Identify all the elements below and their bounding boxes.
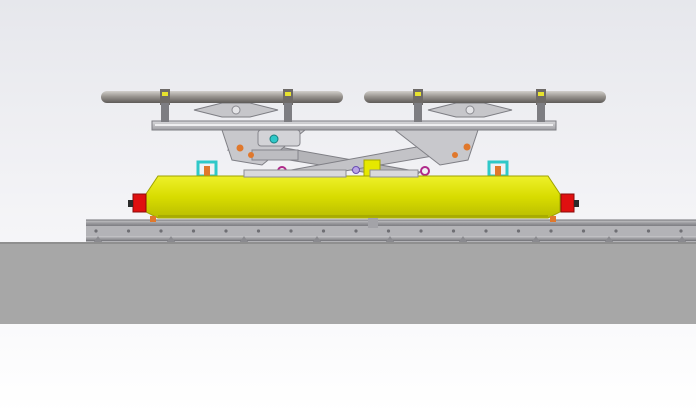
rail-bolts	[94, 229, 686, 242]
rail-bolt	[679, 229, 683, 233]
pipe-clamps	[160, 89, 546, 122]
rail-bolt	[126, 229, 131, 233]
rail-support	[386, 236, 394, 242]
carriage-body	[145, 169, 561, 219]
rail-support	[94, 236, 102, 242]
rail-support	[167, 236, 175, 242]
carriage-feet	[150, 216, 556, 228]
floor-edge	[0, 242, 696, 244]
rail-support	[313, 236, 321, 242]
rail-bolt	[419, 229, 423, 233]
rail-bolt	[159, 229, 163, 233]
rail-support	[459, 236, 467, 242]
rail-bolt	[224, 229, 228, 233]
rail-bolt	[646, 229, 651, 233]
rail-support	[532, 236, 540, 242]
rail-bolt	[581, 229, 586, 233]
rail-bolt	[256, 229, 261, 233]
rail-bolt	[549, 229, 553, 233]
floor-slab	[0, 242, 696, 324]
rail-bolt	[386, 229, 391, 233]
rail-support	[678, 236, 686, 242]
rail-support	[240, 236, 248, 242]
rail-bolt	[484, 229, 488, 233]
rail-support	[605, 236, 613, 242]
rail-bolt	[321, 229, 326, 233]
rail-bolt	[614, 229, 618, 233]
saddle-plates	[193, 102, 513, 118]
rail-bolt	[451, 229, 456, 233]
rail-bolt	[289, 229, 293, 233]
pipe-left	[101, 91, 343, 103]
rail-track	[86, 219, 696, 242]
bumper-left	[128, 193, 147, 213]
rail-bolt	[191, 229, 196, 233]
rail-bolt	[94, 229, 98, 233]
rail-bolt	[354, 229, 358, 233]
bumper-right	[560, 193, 579, 213]
pipe-right	[364, 91, 606, 103]
rail-bolt	[516, 229, 521, 233]
top-crossbeam	[151, 120, 557, 131]
